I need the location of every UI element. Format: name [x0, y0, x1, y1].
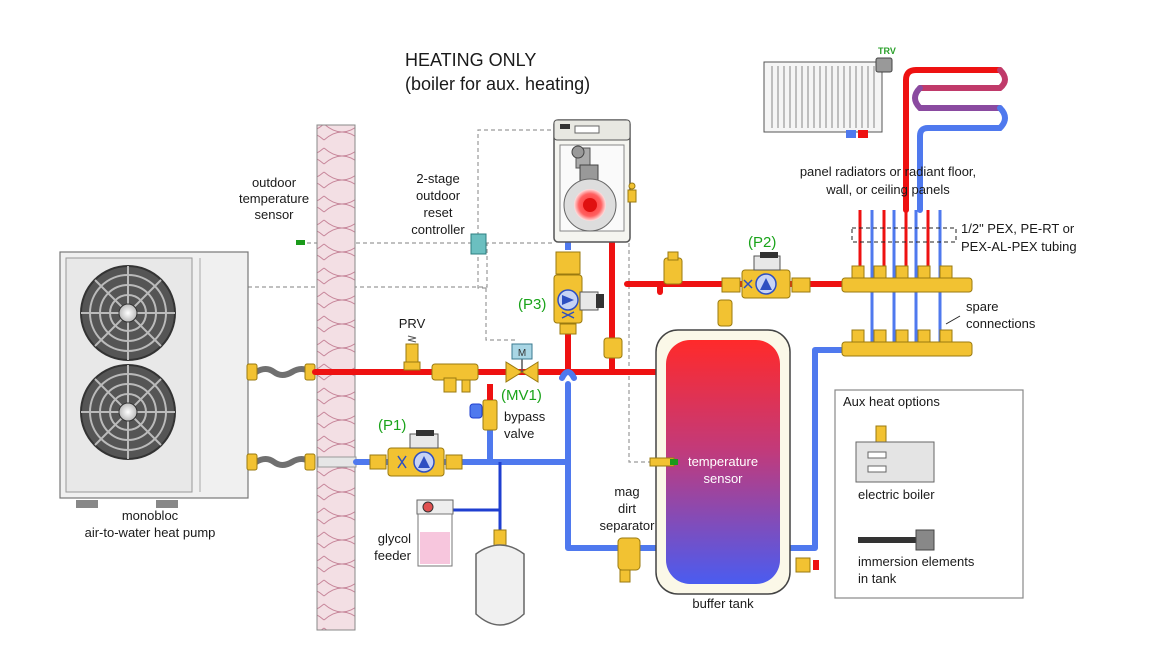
tank-sensor-label-2: sensor [703, 471, 743, 486]
motorized-valve-icon [505, 343, 539, 383]
boiler-icon [553, 119, 637, 243]
outdoor-sensor-label-2: temperature [239, 191, 309, 206]
dirt-sep-label-1: mag [614, 484, 639, 499]
glycol-feeder-icon [416, 499, 454, 567]
title-line-2: (boiler for aux. heating) [405, 74, 590, 94]
dirt-separator-icon [617, 537, 641, 583]
controller-label-3: reset [424, 205, 453, 220]
flex-hoses [254, 366, 312, 468]
prv-label: PRV [399, 316, 426, 331]
tubing-label-2: PEX-AL-PEX tubing [961, 239, 1077, 254]
immersion-label-1: immersion elements [858, 554, 975, 569]
controller-icon [470, 233, 487, 255]
air-separator-icon [431, 363, 479, 393]
bypass-label-2: valve [504, 426, 534, 441]
glycol-line [440, 462, 502, 530]
expansion-tank-icon [475, 529, 525, 626]
spare-label-1: spare [966, 299, 999, 314]
dirt-sep-label-2: dirt [618, 501, 636, 516]
circulator-pump-icon [369, 430, 463, 477]
emitters-label-1: panel radiators or radiant floor, [800, 164, 976, 179]
wall-insulation [316, 124, 356, 631]
tank-sensor-label-1: temperature [688, 454, 758, 469]
prv-icon [403, 335, 421, 371]
buffer-tank-icon [649, 329, 791, 595]
mv1-motor-label: M [518, 348, 526, 359]
mv1-label: (MV1) [501, 387, 542, 404]
heat-pump-label-1: monobloc [122, 508, 179, 523]
tubing-label-1: 1/2" PEX, PE-RT or [961, 221, 1075, 236]
bypass-label-1: bypass [504, 409, 546, 424]
spare-arrow [945, 315, 961, 325]
bypass-valve-icon [469, 384, 498, 431]
glycol-label-1: glycol [378, 531, 411, 546]
radiant-floor-loop-icon [903, 67, 1008, 213]
dirt-sep-label-3: separator [600, 518, 656, 533]
aux-title-label: Aux heat options [843, 394, 940, 409]
controller-label-1: 2-stage [416, 171, 459, 186]
buffer-tank-label: buffer tank [692, 596, 754, 611]
heat-pump-unit [59, 251, 249, 508]
glycol-label-2: feeder [374, 548, 412, 563]
outdoor-sensor-icon [296, 240, 305, 245]
immersion-element-icon [858, 529, 935, 551]
circulator-pump-icon [721, 252, 811, 299]
return-manifold-icon [841, 329, 973, 357]
aux-heat-options-box [834, 389, 1024, 599]
title-line-1: HEATING ONLY [405, 50, 536, 70]
p1-label: (P1) [378, 417, 406, 434]
p2-label: (P2) [748, 234, 776, 251]
immersion-label-2: in tank [858, 571, 897, 586]
emitters-label-2: wall, or ceiling panels [825, 182, 950, 197]
circulator-pump-icon [553, 251, 604, 335]
outdoor-sensor-label-3: sensor [254, 207, 294, 222]
controller-label-4: controller [411, 222, 465, 237]
spare-label-2: connections [966, 316, 1036, 331]
fan-icon [80, 364, 176, 460]
panel-radiator-icon [763, 57, 893, 138]
electric-boiler-icon [855, 425, 935, 483]
tubing-callout-box [851, 227, 957, 243]
electric-boiler-label: electric boiler [858, 487, 935, 502]
supply-manifold-icon [841, 265, 973, 293]
controller-label-2: outdoor [416, 188, 461, 203]
heat-pump-label-2: air-to-water heat pump [85, 525, 216, 540]
trv-label: TRV [878, 46, 896, 56]
outdoor-sensor-label-1: outdoor [252, 175, 297, 190]
fan-icon [80, 265, 176, 361]
p3-label: (P3) [518, 296, 546, 313]
air-vent-icon [603, 251, 733, 359]
